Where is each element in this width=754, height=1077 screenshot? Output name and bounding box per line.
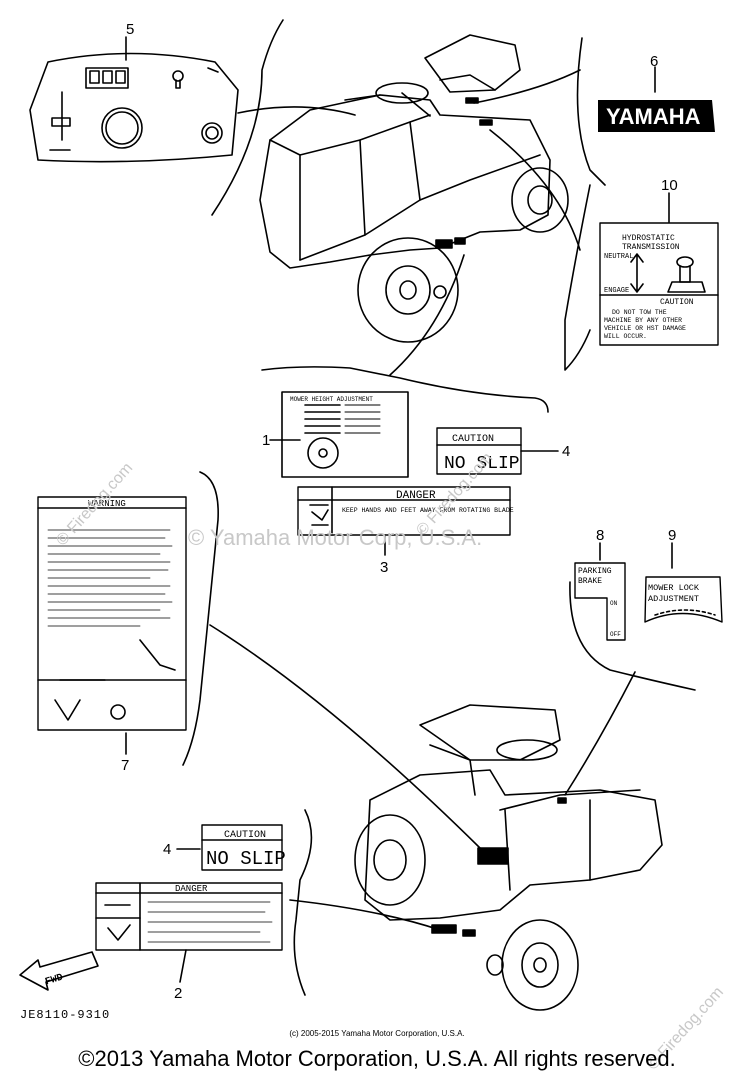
svg-text:NEUTRAL: NEUTRAL (604, 253, 633, 261)
svg-text:NO SLIP: NO SLIP (444, 454, 520, 474)
svg-text:ON: ON (610, 600, 618, 607)
yamaha-logo: YAMAHA (598, 100, 715, 132)
svg-text:DANGER: DANGER (396, 490, 436, 502)
copyright-small: (c) 2005-2015 Yamaha Motor Corporation, … (289, 1029, 465, 1038)
callout-8: 8 (596, 527, 604, 544)
fwd-arrow-icon (19, 951, 99, 991)
callout-2: 2 (174, 985, 182, 1002)
svg-text:NO SLIP: NO SLIP (206, 848, 286, 870)
svg-text:CAUTION: CAUTION (660, 298, 694, 307)
copyright-main: ©2013 Yamaha Motor Corporation, U.S.A. A… (78, 1046, 676, 1071)
svg-text:CAUTION: CAUTION (452, 434, 494, 445)
part-code: JE8110-9310 (20, 1008, 111, 1022)
mower-height-label-1 (281, 391, 409, 478)
callout-4b: 4 (163, 841, 171, 858)
svg-text:FWD: FWD (44, 972, 64, 988)
svg-text:ENGAGE: ENGAGE (604, 287, 629, 295)
caution-no-slip-label-4b (201, 824, 283, 871)
center-watermark: © Yamaha Motor Corp, U.S.A. (188, 525, 482, 550)
svg-text:WARNING: WARNING (88, 499, 126, 509)
warning-label-7 (37, 496, 187, 731)
callout-7: 7 (121, 757, 129, 774)
callout-3: 3 (380, 559, 388, 576)
callout-5: 5 (126, 21, 134, 38)
svg-text:ADJUSTMENT: ADJUSTMENT (648, 594, 699, 604)
svg-text:TRANSMISSION: TRANSMISSION (622, 243, 680, 252)
svg-text:MACHINE BY ANY OTHER: MACHINE BY ANY OTHER (604, 317, 682, 324)
svg-text:PARKING: PARKING (578, 567, 612, 576)
tractor-top-illustration (259, 34, 569, 343)
hst-label-10 (599, 222, 719, 346)
parking-brake-label-8 (574, 562, 626, 641)
danger-label-2 (95, 882, 283, 951)
dash-panel-label-5 (29, 52, 239, 163)
tractor-bottom-illustration (354, 704, 663, 1011)
svg-text:YAMAHA: YAMAHA (606, 104, 701, 129)
mower-lock-label-9 (644, 576, 723, 623)
svg-text:MOWER HEIGHT ADJUSTMENT: MOWER HEIGHT ADJUSTMENT (290, 396, 373, 403)
svg-text:DO NOT TOW THE: DO NOT TOW THE (612, 309, 667, 316)
callout-9: 9 (668, 527, 676, 544)
svg-text:BRAKE: BRAKE (578, 577, 602, 586)
svg-text:MOWER LOCK: MOWER LOCK (648, 583, 700, 593)
danger-blade-label-3 (297, 486, 511, 536)
svg-text:VEHICLE OR HST DAMAGE: VEHICLE OR HST DAMAGE (604, 325, 686, 332)
svg-text:HYDROSTATIC: HYDROSTATIC (622, 234, 675, 243)
svg-text:KEEP HANDS AND FEET AWAY FROM: KEEP HANDS AND FEET AWAY FROM ROTATING B… (342, 507, 514, 514)
svg-text:CAUTION: CAUTION (224, 830, 266, 841)
callout-4: 4 (562, 443, 570, 460)
svg-text:DANGER: DANGER (175, 884, 208, 894)
callout-6: 6 (650, 53, 658, 70)
callout-10: 10 (661, 177, 678, 194)
svg-text:OFF: OFF (610, 631, 621, 638)
callout-1: 1 (262, 432, 270, 449)
svg-text:WILL OCCUR.: WILL OCCUR. (604, 333, 647, 340)
